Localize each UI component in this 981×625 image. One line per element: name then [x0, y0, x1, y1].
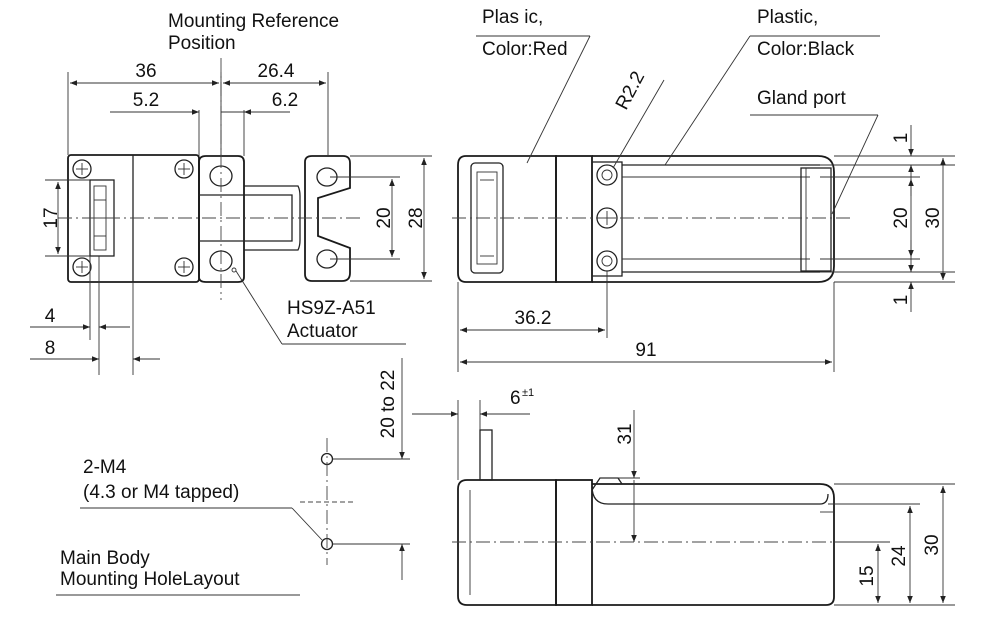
- mounting-reference-label: Mounting Reference: [168, 11, 339, 32]
- dim-6-tolerance: ±1: [522, 387, 534, 399]
- dim-36-2: 36.2: [515, 308, 552, 329]
- mounting-reference-label-2: Position: [168, 33, 236, 54]
- top-view-labels: Plas ic, Color:Red Plastic, Color:Black …: [476, 7, 880, 215]
- dim-26-4: 26.4: [258, 61, 295, 82]
- top-view: [452, 155, 850, 283]
- hole-spec-detail: (4.3 or M4 tapped): [83, 482, 239, 503]
- dim-5-2: 5.2: [133, 90, 159, 111]
- dim-1-top: 1: [891, 133, 912, 144]
- plastic-red-label: Plas ic,: [482, 7, 543, 28]
- dim-91: 91: [635, 340, 656, 361]
- dim-36: 36: [135, 61, 156, 82]
- plastic-red-color-label: Color:Red: [482, 39, 568, 60]
- dim-31: 31: [615, 423, 636, 444]
- dim-1-bottom: 1: [891, 295, 912, 306]
- dim-17: 17: [41, 207, 62, 228]
- dim-hole-pitch: 20 to 22: [378, 370, 399, 439]
- front-view: [58, 58, 360, 300]
- mounting-layout-label: Mounting HoleLayout: [60, 569, 240, 590]
- dim-24: 24: [889, 545, 910, 567]
- hole-spec-label: 2-M4: [83, 457, 127, 478]
- top-view-dimensions: 36.2 91 1 20 30 1: [457, 125, 955, 372]
- plastic-black-label: Plastic,: [757, 7, 818, 28]
- actuator-label: Actuator: [287, 321, 358, 342]
- dim-6: 6: [510, 388, 521, 409]
- dim-4: 4: [45, 306, 56, 327]
- actuator-model-label: HS9Z-A51: [287, 298, 376, 319]
- dim-20-right: 20: [891, 207, 912, 228]
- radius-label: R2.2: [612, 68, 649, 113]
- screw-icon: [72, 159, 194, 277]
- dim-30-bottom: 30: [922, 534, 943, 555]
- main-body-label: Main Body: [60, 548, 150, 569]
- dim-6-2: 6.2: [272, 90, 298, 111]
- plastic-black-color-label: Color:Black: [757, 39, 855, 60]
- dim-15: 15: [857, 565, 878, 586]
- front-view-labels: Mounting Reference Position HS9Z-A51 Act…: [168, 11, 406, 345]
- mounting-hole-layout: 20 to 22 2-M4 (4.3 or M4 tapped) Main Bo…: [56, 358, 410, 596]
- dim-20-left: 20: [374, 207, 395, 228]
- front-view-dimensions: 36 26.4 5.2 6.2 17 20 28 4 8: [30, 61, 432, 375]
- side-view-dimensions: 6 ±1 31 15 24 30: [412, 387, 955, 606]
- side-view: [452, 429, 850, 606]
- gland-port-label: Gland port: [757, 88, 846, 109]
- dim-30-top: 30: [923, 207, 944, 228]
- dim-8: 8: [45, 338, 56, 359]
- dim-28: 28: [406, 207, 427, 228]
